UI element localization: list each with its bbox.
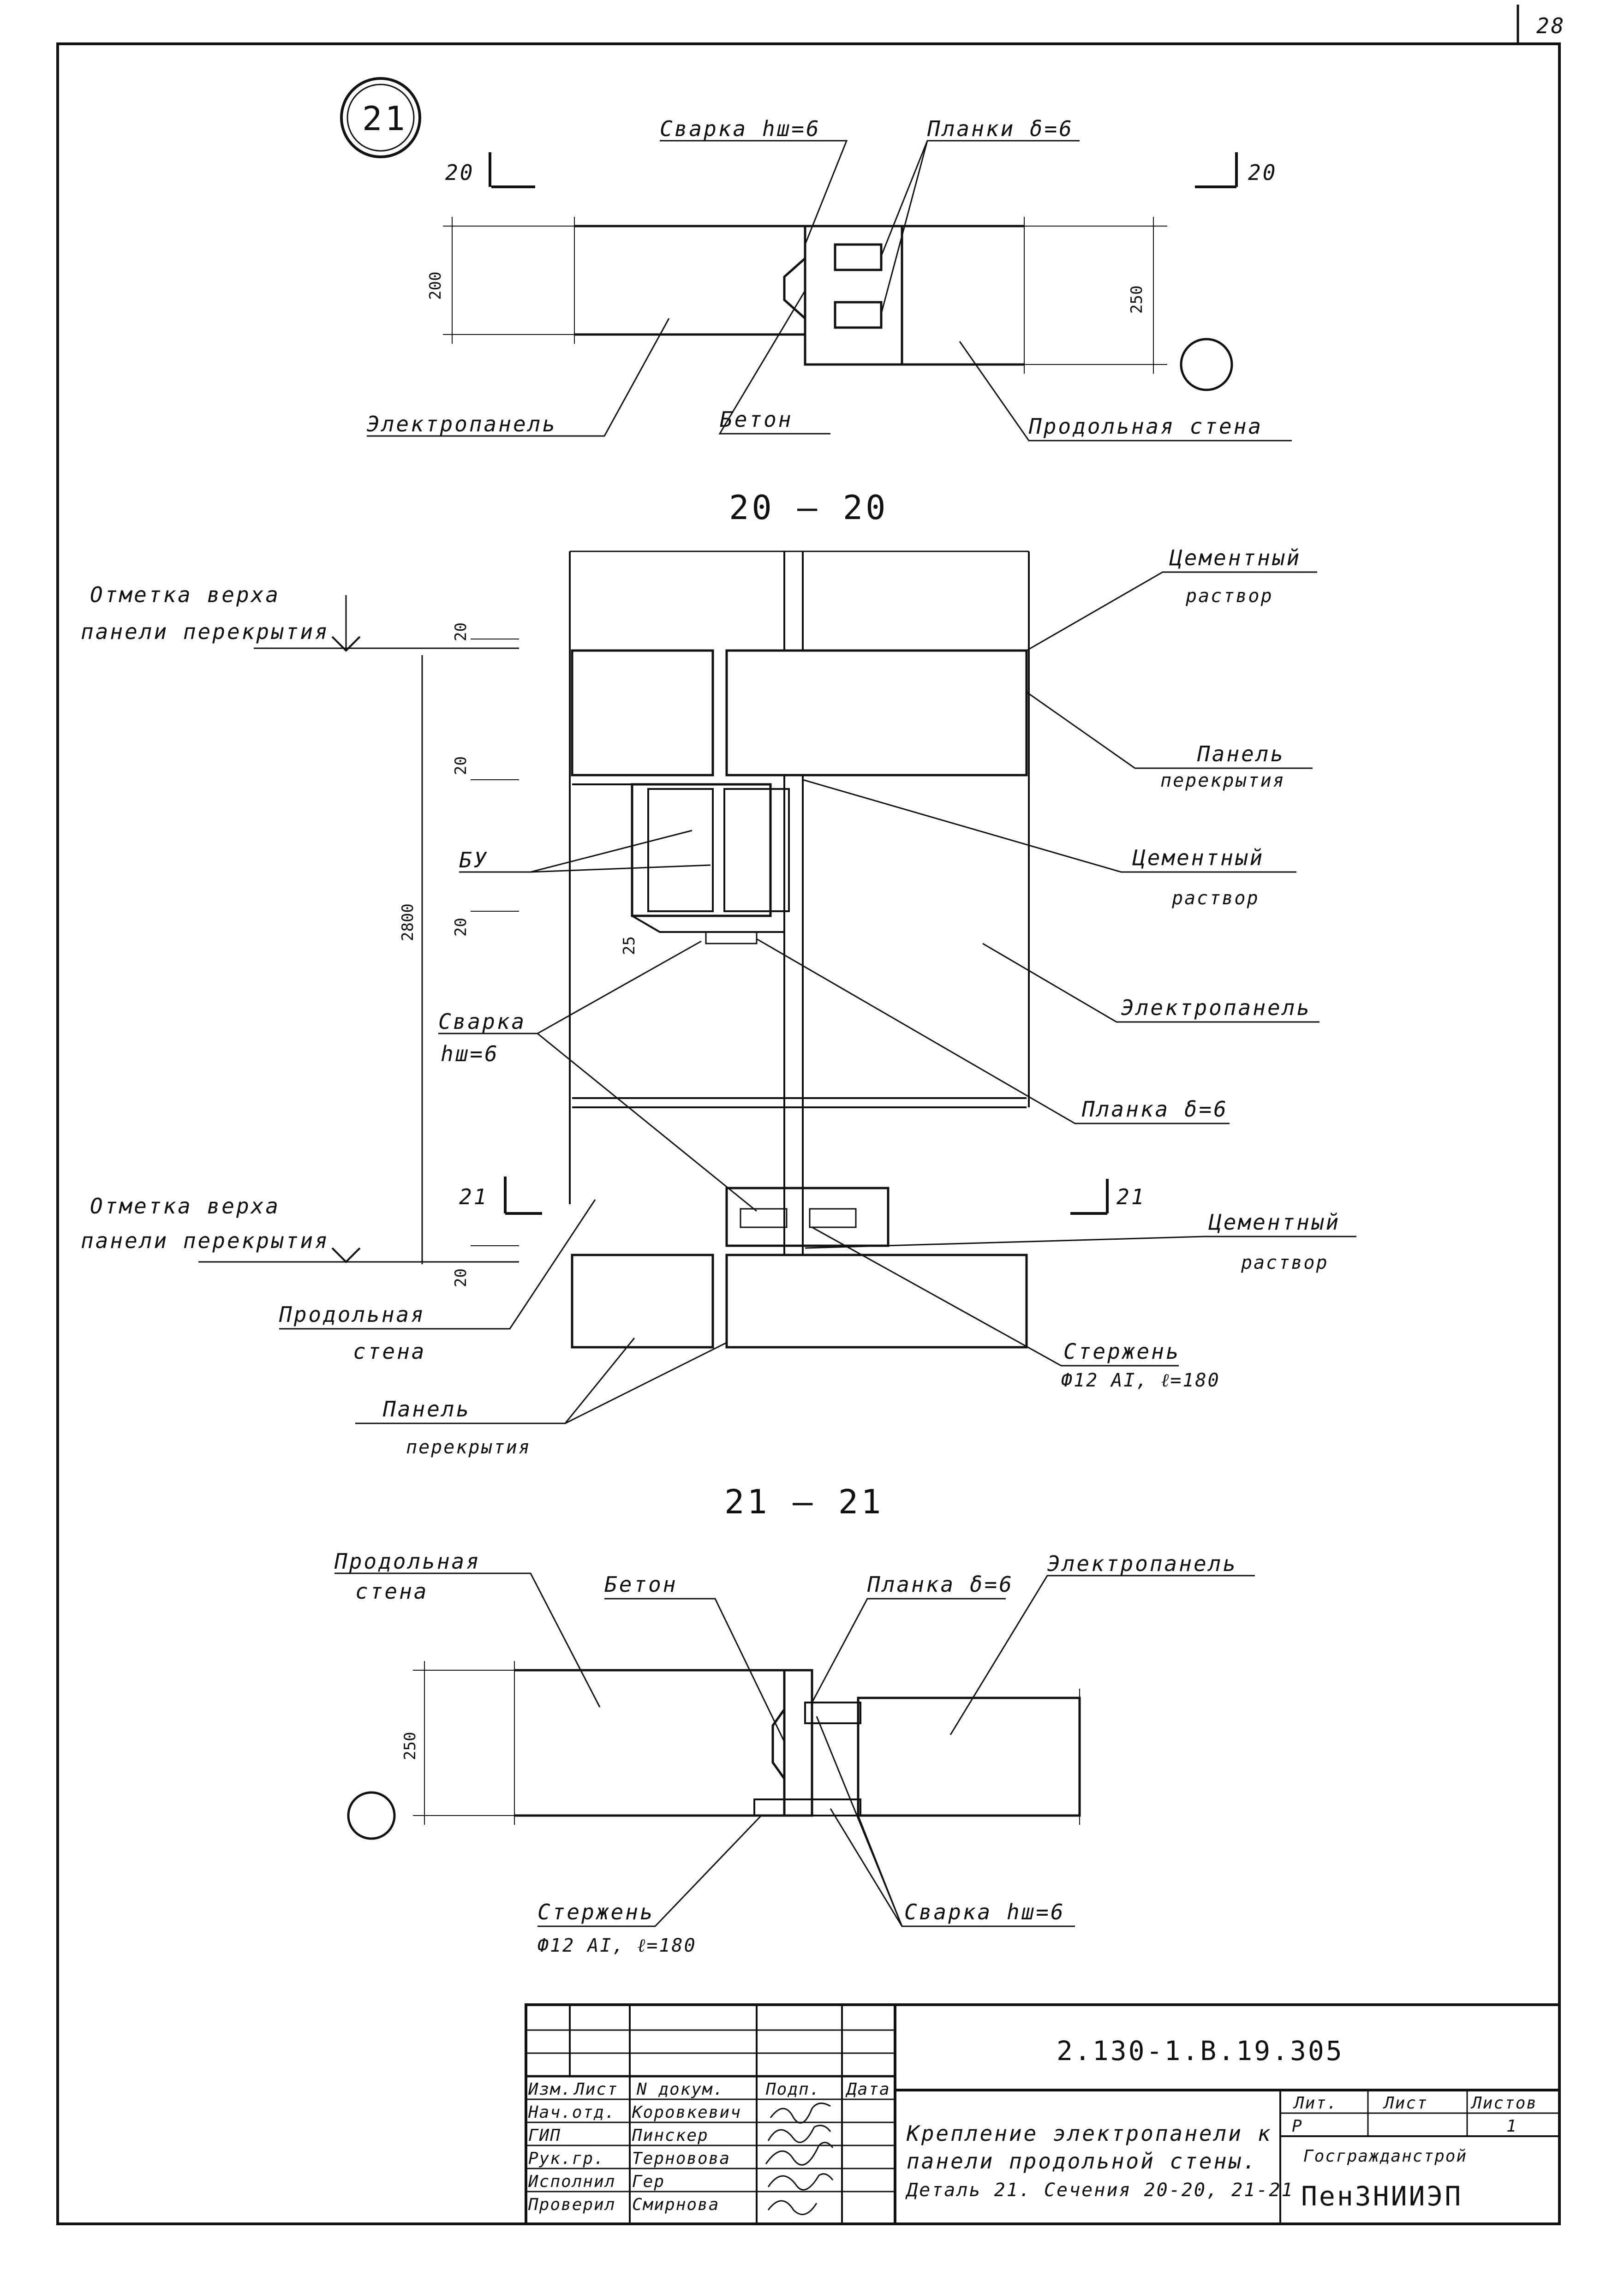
s21-concrete: Бетон bbox=[604, 1572, 677, 1597]
tb-sheet-header: Лист bbox=[1383, 2094, 1428, 2113]
s20-welding-1: Сварка bbox=[438, 1009, 526, 1034]
title-block: Изм. Лист N докум. Подп. Дата Нач.отд. К… bbox=[525, 2003, 1561, 2225]
s20-bu: БУ bbox=[459, 848, 488, 872]
s20-floor-panel-1b: перекрытия bbox=[1160, 770, 1285, 791]
s20-cement-3a: Цементный bbox=[1208, 1210, 1340, 1235]
tb-name-0: Коровкевич bbox=[632, 2103, 741, 2122]
s20-section-mark-right: 21 bbox=[1116, 1184, 1146, 1209]
s21-long-wall-1: Продольная bbox=[334, 1549, 481, 1574]
detail-number: 21 bbox=[362, 99, 408, 138]
tb-org-2: ПенЗНИИЭП bbox=[1301, 2180, 1463, 2212]
s20-dim-20d: 20 bbox=[452, 1268, 470, 1287]
s21-rod-1: Стержень bbox=[537, 1900, 655, 1924]
tb-title-1: Крепление электропанели к bbox=[906, 2121, 1272, 2146]
s20-dim-20b: 20 bbox=[452, 756, 470, 775]
s21-plate: Планка δ=6 bbox=[867, 1572, 1014, 1597]
plan-concrete-label: Бетон bbox=[720, 407, 793, 432]
tb-title-3: Деталь 21. Сечения 20-20, 21-21 bbox=[905, 2180, 1294, 2201]
plan-welding-label: Сварка hш=6 bbox=[660, 116, 821, 141]
tb-role-1: ГИП bbox=[528, 2126, 561, 2145]
tb-header-date: Дата bbox=[845, 2080, 890, 2099]
tb-stage: Р bbox=[1292, 2117, 1303, 2136]
s20-cement-2a: Цементный bbox=[1132, 845, 1264, 870]
s21-dim-250: 250 bbox=[401, 1732, 419, 1760]
plan-dim-200: 200 bbox=[426, 272, 445, 300]
tb-name-2: Терновова bbox=[632, 2149, 730, 2168]
s21-rod-2: Ф12 АI, ℓ=180 bbox=[537, 1935, 697, 1956]
tb-role-0: Нач.отд. bbox=[528, 2103, 615, 2122]
s20-floor-panel-2b: перекрытия bbox=[406, 1437, 531, 1458]
s20-long-wall-1: Продольная bbox=[279, 1302, 425, 1327]
tb-header-sign: Подп. bbox=[765, 2080, 820, 2099]
s20-top-mark-2: панели перекрытия bbox=[81, 619, 329, 644]
tb-sheets: 1 bbox=[1506, 2117, 1517, 2136]
s20-cement-2b: раствор bbox=[1171, 888, 1260, 909]
detail-marker-circle bbox=[340, 77, 421, 158]
tb-header-list: Лист bbox=[573, 2080, 618, 2099]
s20-plate: Планка δ=6 bbox=[1081, 1097, 1228, 1122]
plan-view: 21 20 20 200 250 Сварка hш=6 bbox=[340, 77, 1292, 442]
tb-header-doc: N докум. bbox=[636, 2080, 724, 2099]
sheet-number: 28 bbox=[1536, 13, 1565, 38]
tb-org-1: Госгражданстрой bbox=[1303, 2147, 1467, 2166]
plan-dim-250: 250 bbox=[1128, 286, 1146, 314]
plan-long-wall-label: Продольная стена bbox=[1028, 414, 1263, 439]
tb-doc-code: 2.130-1.В.19.305 bbox=[1057, 2035, 1344, 2067]
s21-long-wall-2: стена bbox=[355, 1579, 428, 1604]
section-21-21: 21 — 21 250 Продольная стена Бетон Планк… bbox=[334, 1482, 1255, 1956]
tb-name-4: Смирнова bbox=[632, 2195, 719, 2214]
s20-section-mark-left: 21 bbox=[459, 1184, 488, 1209]
s20-electropanel: Электропанель bbox=[1121, 995, 1311, 1020]
signatures bbox=[765, 2103, 834, 2215]
s20-cement-3b: раствор bbox=[1241, 1252, 1329, 1273]
tb-stage-header: Лит. bbox=[1293, 2094, 1338, 2113]
s20-cement-1a: Цементный bbox=[1169, 545, 1301, 570]
plan-electropanel-label: Электропанель bbox=[367, 412, 557, 436]
tb-name-3: Гер bbox=[632, 2172, 665, 2191]
section-20-title: 20 — 20 bbox=[729, 488, 888, 527]
plan-section-mark-right: 20 bbox=[1248, 160, 1277, 185]
tb-role-4: Проверил bbox=[528, 2195, 615, 2214]
plan-section-mark-left: 20 bbox=[445, 160, 474, 185]
s20-cement-1b: раствор bbox=[1185, 585, 1273, 607]
s20-floor-panel-1a: Панель bbox=[1197, 741, 1285, 766]
tb-sheets-header: Листов bbox=[1470, 2094, 1537, 2113]
s20-floor-panel-2a: Панель bbox=[382, 1397, 471, 1422]
tb-role-2: Рук.гр. bbox=[528, 2149, 605, 2168]
s20-top-mark-1: Отметка верха bbox=[90, 582, 280, 607]
s20-bottom-mark-2: панели перекрытия bbox=[81, 1228, 329, 1253]
s20-rod-1: Стержень bbox=[1063, 1339, 1181, 1364]
sheet-frame bbox=[56, 5, 1561, 2225]
tb-role-3: Исполнил bbox=[528, 2172, 615, 2191]
s20-dim-20c: 20 bbox=[452, 918, 470, 937]
s20-rod-2: Ф12 АI, ℓ=180 bbox=[1061, 1370, 1220, 1391]
s20-bottom-mark-1: Отметка верха bbox=[90, 1194, 280, 1219]
s20-welding-2: hш=6 bbox=[441, 1041, 499, 1066]
s21-welding: Сварка hш=6 bbox=[904, 1900, 1065, 1924]
s20-dim-25: 25 bbox=[620, 936, 639, 955]
plan-plates-label: Планки δ=6 bbox=[927, 116, 1074, 141]
s20-long-wall-2: стена bbox=[353, 1339, 426, 1364]
tb-title-2: панели продольной стены. bbox=[907, 2149, 1258, 2174]
s20-dim-2800: 2800 bbox=[399, 903, 417, 941]
tb-header-izm: Изм. bbox=[528, 2080, 572, 2099]
s20-dim-20a: 20 bbox=[452, 622, 470, 641]
s21-electropanel: Электропанель bbox=[1047, 1551, 1237, 1576]
tb-name-1: Пинскер bbox=[632, 2126, 709, 2145]
section-21-title: 21 — 21 bbox=[724, 1482, 884, 1521]
section-20-20: 20 — 20 21 21 bbox=[81, 488, 1356, 1458]
